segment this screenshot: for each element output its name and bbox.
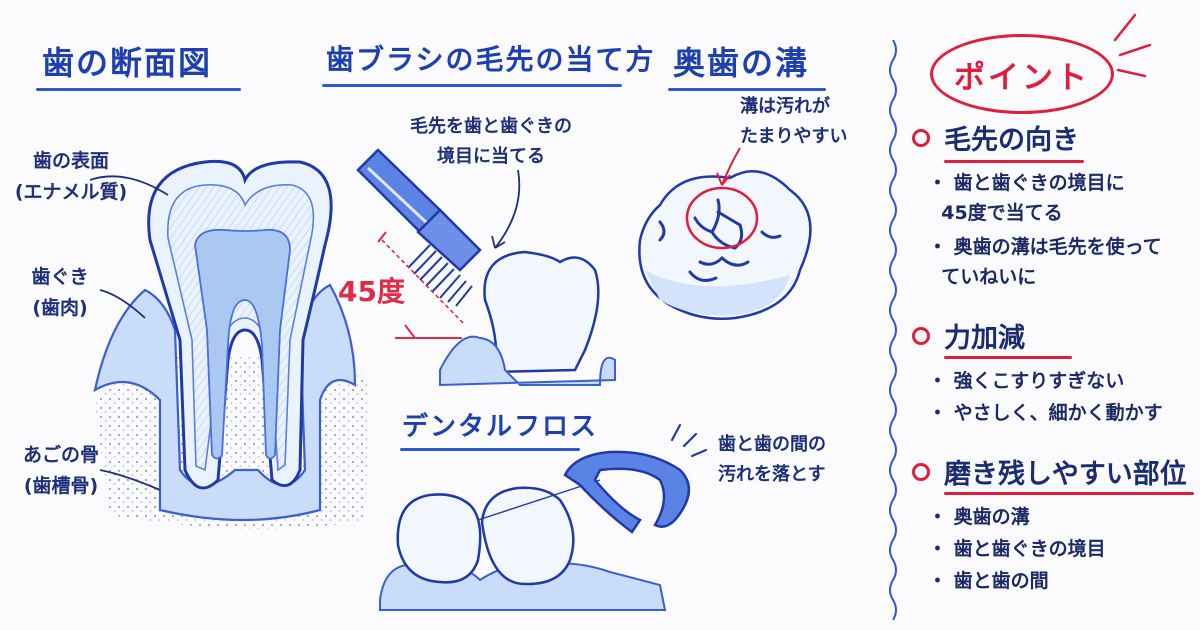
bullet-item: ・ 強くこすりすぎない bbox=[928, 370, 1125, 392]
molar-groove-title: 奥歯の溝 bbox=[673, 44, 810, 82]
section-title: 毛先の向き bbox=[944, 125, 1079, 156]
gum-label: 歯ぐき (歯肉) bbox=[31, 266, 89, 319]
bullet-item: ・ 歯と歯ぐきの境目 bbox=[928, 538, 1106, 560]
section-title: 力加減 bbox=[944, 323, 1025, 354]
bullet-item: ・ 歯と歯の間 bbox=[928, 570, 1049, 592]
section-underline bbox=[944, 492, 1194, 495]
bullet-item: ・ やさしく、細かく動かす bbox=[928, 402, 1163, 424]
tooth-cross-section-illustration bbox=[89, 159, 371, 529]
section-underline bbox=[944, 356, 1072, 359]
point-sparks bbox=[1113, 13, 1152, 78]
floss-illustration bbox=[379, 423, 708, 611]
brush-angle-label: 45度 bbox=[338, 275, 405, 308]
jawbone-label: あごの骨 (歯槽骨) bbox=[22, 444, 99, 497]
title-underline bbox=[322, 84, 622, 87]
enamel-label: 歯の表面 (エナメル質) bbox=[14, 150, 128, 203]
floss-pick bbox=[563, 450, 690, 534]
bullet-item: ・ 奥歯の溝 bbox=[928, 506, 1030, 528]
floss-note: 歯と歯の間の 汚れを落とす bbox=[718, 434, 826, 485]
bullet-circle-icon bbox=[912, 462, 930, 481]
points-header-bubble: ポイント bbox=[930, 34, 1114, 114]
floss-title: デンタルフロス bbox=[402, 412, 599, 442]
molar-groove-note: 溝は汚れが たまりやすい bbox=[740, 96, 848, 147]
title-underline bbox=[400, 448, 580, 451]
pulp bbox=[194, 228, 291, 460]
tooth-cross-section-title: 歯の断面図 bbox=[42, 44, 213, 82]
bullet-circle-icon bbox=[912, 326, 930, 345]
points-header: ポイント bbox=[954, 59, 1090, 96]
title-underline bbox=[36, 88, 241, 91]
molar-illustration bbox=[638, 147, 812, 320]
section-underline bbox=[944, 160, 1084, 163]
molar-shading bbox=[645, 270, 790, 316]
brush-target-gum bbox=[439, 335, 616, 387]
section-title: 磨き残しやすい部位 bbox=[944, 459, 1187, 490]
brush-placement-note: 毛先を歯と歯ぐきの 境目に当てる bbox=[410, 116, 572, 167]
floss-tooth-left bbox=[396, 493, 482, 584]
title-underline bbox=[668, 88, 826, 91]
gum-shape bbox=[93, 283, 357, 522]
wavy-divider bbox=[889, 40, 897, 620]
section-brush-direction: 毛先の向き bbox=[912, 118, 1079, 157]
bristles bbox=[407, 244, 473, 307]
bullet-item: ・ 奥歯の溝は毛先を使って ていねいに bbox=[928, 236, 1162, 288]
brush-head bbox=[416, 208, 482, 272]
floss-tooth-right bbox=[480, 486, 575, 586]
bullet-circle-icon bbox=[912, 128, 930, 147]
groove-highlight-circle bbox=[685, 186, 759, 250]
section-pressure: 力加減 bbox=[912, 316, 1025, 355]
bullet-item: ・ 歯と歯ぐきの境目に 45度で当てる bbox=[928, 172, 1125, 224]
brush-angle-title: 歯ブラシの毛先の当て方 bbox=[326, 43, 656, 76]
toothbrush-illustration bbox=[356, 148, 616, 387]
brush-target-tooth bbox=[483, 250, 600, 374]
section-missed-areas: 磨き残しやすい部位 bbox=[912, 452, 1187, 491]
